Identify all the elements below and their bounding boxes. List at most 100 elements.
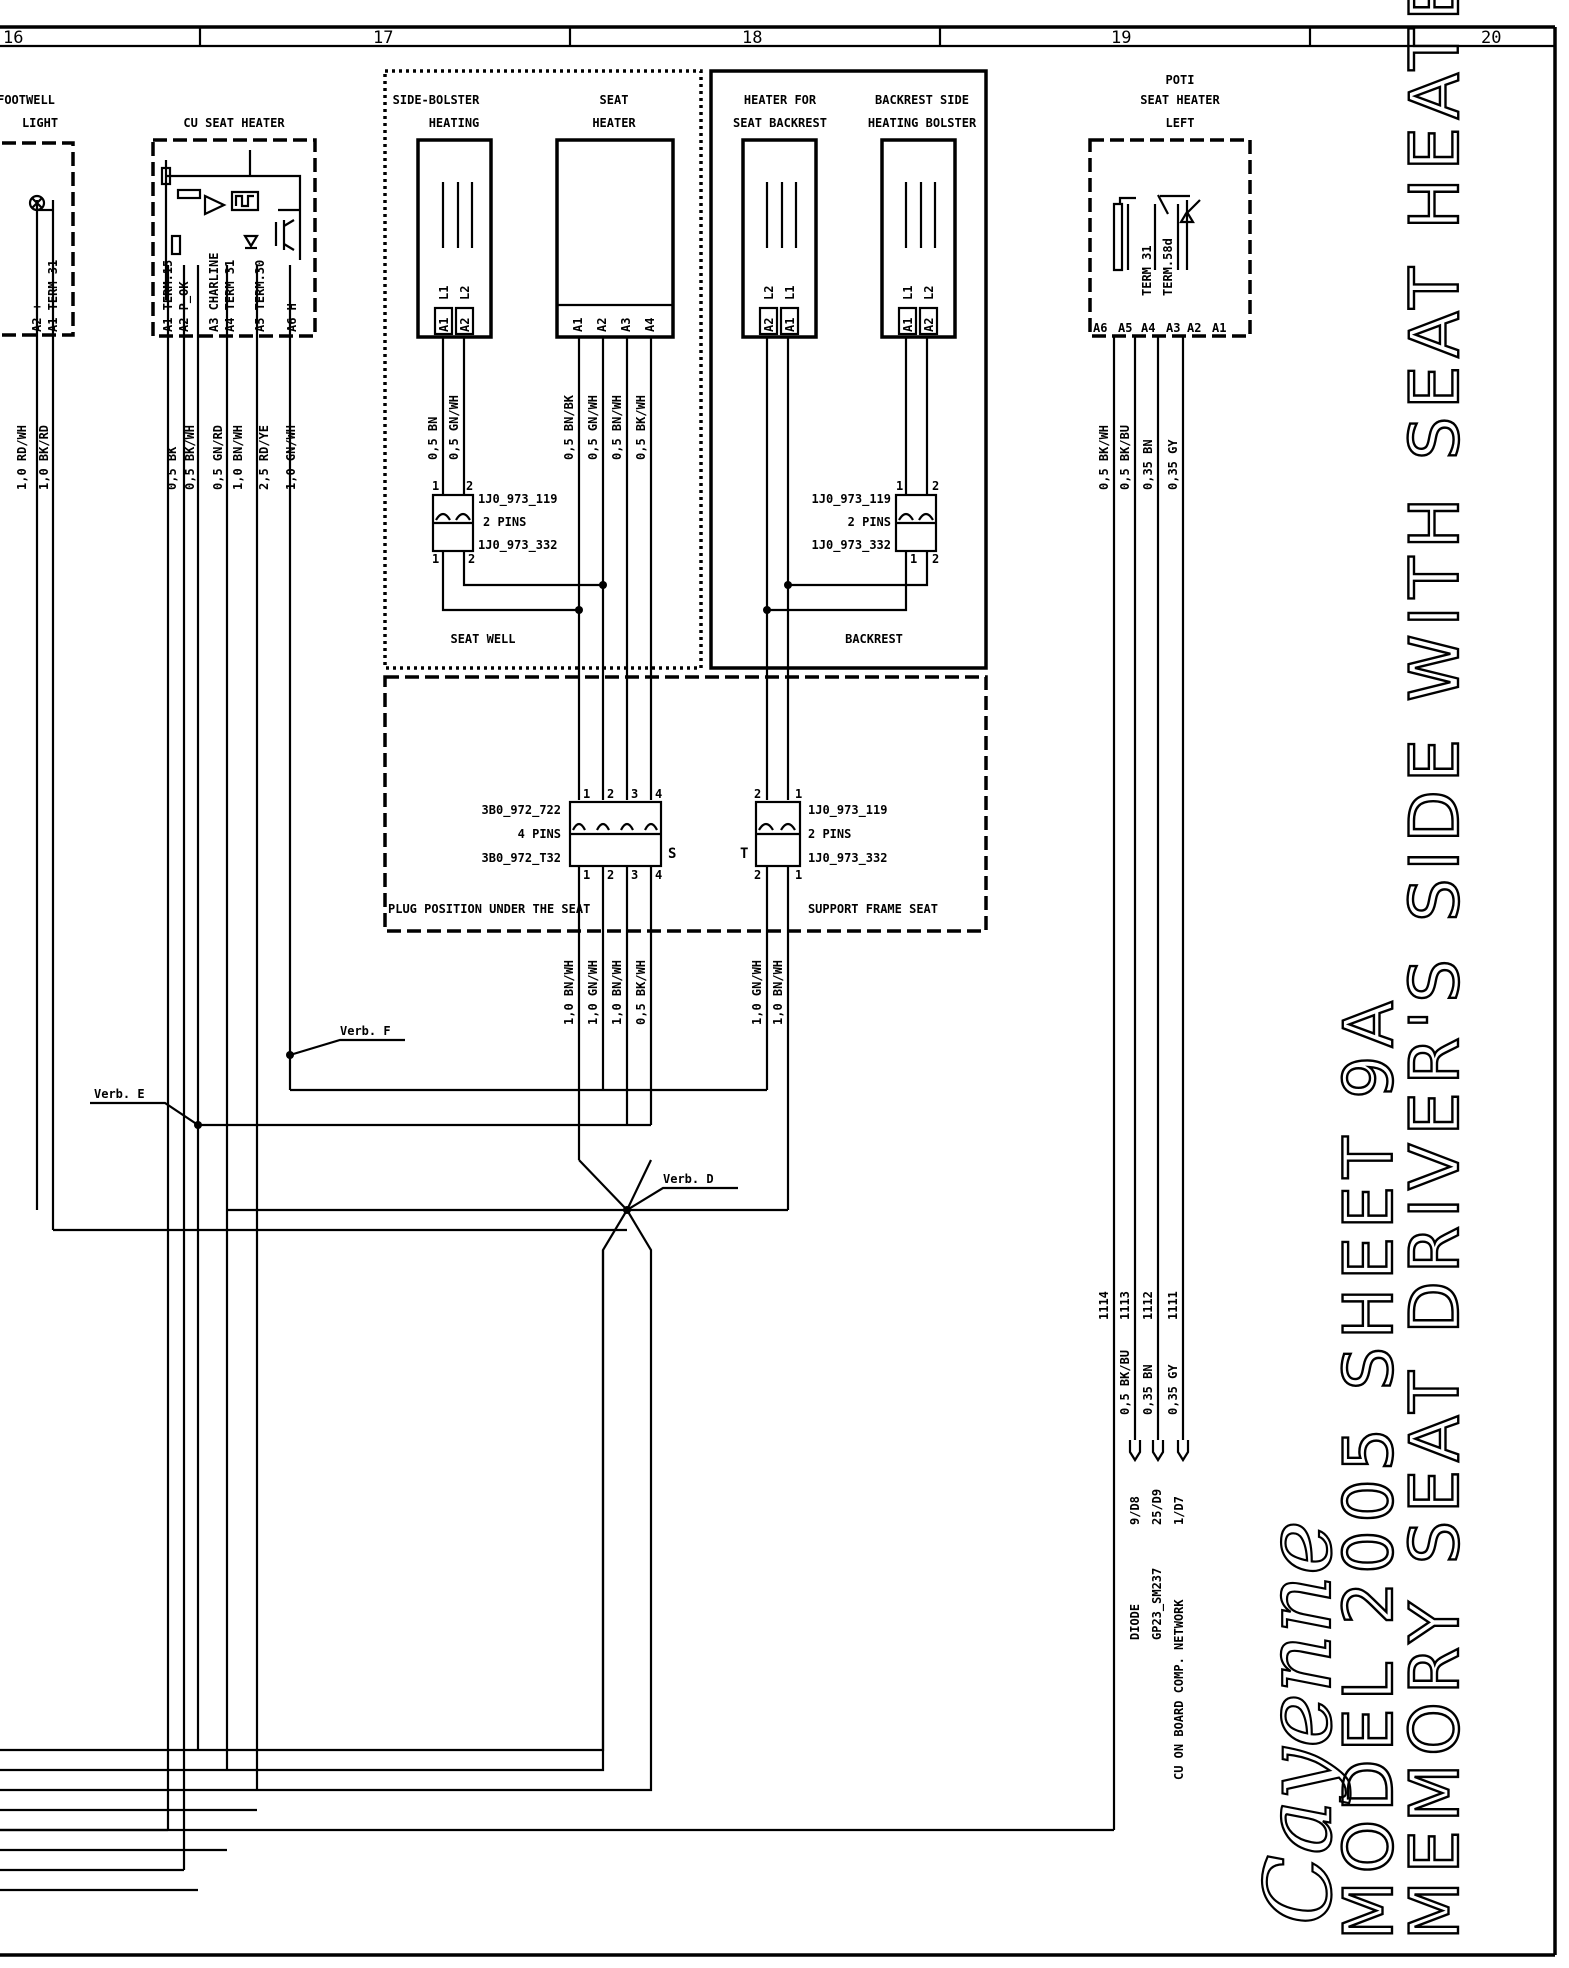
poti-ref-3: 1/D7 <box>1172 1496 1186 1525</box>
sw-conn-part-bottom: 1J0_973_332 <box>478 538 557 553</box>
footwell-pin-a1: A1 TERM 31 <box>46 260 60 332</box>
plug4-num-3b: 3 <box>631 868 638 882</box>
poti-out-wire-1: 0,5 BK/BU <box>1118 1350 1132 1415</box>
br-conn-n2-bottom: 2 <box>932 552 939 566</box>
plug4-num-4b: 4 <box>655 868 662 882</box>
seat-heater-title-2: HEATER <box>592 116 636 130</box>
plug2-num-1: 1 <box>795 787 802 801</box>
grid-col-18: 18 <box>742 28 762 48</box>
poti-wire-4: 0,35 GY <box>1166 439 1180 490</box>
heater-backrest-title-2: SEAT BACKREST <box>733 116 827 130</box>
seat-heater-title-1: SEAT <box>600 93 629 107</box>
poti-dest-3: CU ON BOARD COMP. NETWORK <box>1172 1599 1186 1780</box>
seat-heater-pin-a4: A4 <box>643 318 657 332</box>
support-frame-label: SUPPORT FRAME SEAT <box>808 902 938 916</box>
backrest-bolster-title-1: BACKREST SIDE <box>875 93 969 107</box>
lower-wires: 1,0 BN/WH 1,0 GN/WH 1,0 BN/WH 0,5 BK/WH … <box>0 335 790 1892</box>
seat-heater-pin-a1: A1 <box>571 318 585 332</box>
poti-pin-a6: A6 <box>1093 321 1107 335</box>
cu-seat-heater: CU SEAT HEATER A1 TERM.15 A2 P_OK A3 CHA… <box>151 116 317 490</box>
br-conn-part-top: 1J0_973_119 <box>812 492 891 507</box>
plug2-pins: 2 PINS <box>808 827 851 841</box>
plug4-pins: 4 PINS <box>518 827 561 841</box>
poti-pin-a5: A5 <box>1118 321 1132 335</box>
side-bolster-title-2: HEATING <box>429 116 480 130</box>
footwell-light: FOOTWELL LIGHT A2 + A1 TERM 31 1,0 RD/WH… <box>0 93 75 490</box>
br-conn-n2: 2 <box>932 479 939 493</box>
plug4-num-1: 1 <box>583 787 590 801</box>
arrow-icon <box>1176 1440 1190 1463</box>
grid-header: 16 17 18 19 20 <box>0 25 1557 1957</box>
backrest-bolster-l2: L2 <box>922 286 936 300</box>
poti-seat-heater: POTI SEAT HEATER LEFT A6 A5 A4 A3 A2 A1 … <box>0 73 1252 1832</box>
plug-area: 1 2 3 4 1 2 3 4 3B0_972_722 4 PINS 3B0_9… <box>383 675 988 933</box>
poti-dest-2: GP23_SM237 <box>1150 1568 1165 1640</box>
plug4-num-2b: 2 <box>607 868 614 882</box>
plug4-num-1b: 1 <box>583 868 590 882</box>
side-bolster-wire-2: 0,5 GN/WH <box>447 395 461 460</box>
cayenne-logo: Cayenne <box>1245 1520 1352 1925</box>
poti-out-num-1112: 1112 <box>1141 1291 1155 1320</box>
side-bolster-pin-a2: A2 <box>458 318 472 332</box>
sw-conn-part-top: 1J0_973_119 <box>478 492 557 507</box>
poti-wire-1: 0,5 BK/WH <box>1097 425 1111 490</box>
seat-heater-wire-3: 0,5 BN/WH <box>610 395 624 460</box>
cu-wire-2: 0,5 BK/WH <box>183 425 197 490</box>
grid-col-16: 16 <box>3 28 23 48</box>
cu-pin-a4: A4 TERM 31 <box>223 260 237 332</box>
splice-f-label: Verb. F <box>340 1024 391 1038</box>
cu-wire-4: 1,0 BN/WH <box>231 425 245 490</box>
backrest-label: BACKREST <box>845 632 903 646</box>
plug4-num-3: 3 <box>631 787 638 801</box>
sw-conn-n2: 2 <box>466 479 473 493</box>
grid-col-17: 17 <box>373 28 393 48</box>
side-bolster-wire-1: 0,5 BN <box>426 417 440 460</box>
sw-conn-pins: 2 PINS <box>483 515 526 529</box>
backrest-bolster-title-2: HEATING BOLSTER <box>868 116 977 130</box>
plug-position-label: PLUG POSITION UNDER THE SEAT <box>388 902 590 916</box>
lower-wire-5: 1,0 GN/WH <box>750 960 764 1025</box>
poti-title-3: LEFT <box>1166 116 1195 130</box>
poti-title-2: SEAT HEATER <box>1140 93 1220 107</box>
poti-wire-2: 0,5 BK/BU <box>1118 425 1132 490</box>
grid-col-19: 19 <box>1111 28 1131 48</box>
poti-term-31: TERM 31 <box>1140 245 1154 296</box>
cu-pin-a6: A6 H <box>285 303 299 332</box>
plug2-num-2b: 2 <box>754 868 761 882</box>
br-conn-pins: 2 PINS <box>848 515 891 529</box>
seat-well-area: SIDE-BOLSTER HEATING SEAT HEATER A1 A2 L… <box>383 69 703 800</box>
lower-wire-2: 1,0 GN/WH <box>586 960 600 1025</box>
lower-wire-6: 1,0 BN/WH <box>771 960 785 1025</box>
side-bolster-title-1: SIDE-BOLSTER <box>393 93 480 107</box>
poti-pin-a1: A1 <box>1212 321 1226 335</box>
backrest-area: HEATER FOR SEAT BACKREST BACKREST SIDE H… <box>709 69 988 800</box>
cu-wire-3: 0,5 GN/RD <box>211 425 225 490</box>
backrest-bolster-pin-a1: A1 <box>901 318 915 332</box>
lower-wire-1: 1,0 BN/WH <box>562 960 576 1025</box>
backrest-bolster-pin-a2: A2 <box>922 318 936 332</box>
seat-heater-pin-a2: A2 <box>595 318 609 332</box>
footwell-light-title-1: FOOTWELL <box>0 93 55 107</box>
plug4-num-2: 2 <box>607 787 614 801</box>
arrow-icon <box>1151 1440 1165 1463</box>
poti-pin-a4: A4 <box>1141 321 1155 335</box>
plug4-part-top: 3B0_972_722 <box>482 803 561 818</box>
lower-wire-3: 1,0 BN/WH <box>610 960 624 1025</box>
side-bolster-l1: L1 <box>437 286 451 300</box>
cu-pin-a2: A2 P_OK <box>177 281 192 332</box>
plug2-part-bottom: 1J0_973_332 <box>808 851 887 866</box>
sw-conn-n2-bottom: 2 <box>468 552 475 566</box>
plug2-num-1b: 1 <box>795 868 802 882</box>
seat-well-label: SEAT WELL <box>450 632 515 646</box>
cu-wire-5: 2,5 RD/YE <box>257 425 271 490</box>
grid-col-20: 20 <box>1481 28 1501 48</box>
plug4-letter: S <box>668 846 676 862</box>
title-line-1: MODEL 2005 SHEET 9A <box>1330 993 1409 1940</box>
backrest-heater-pin-a2: A2 <box>762 318 776 332</box>
plug2-part-top: 1J0_973_119 <box>808 803 887 818</box>
footwell-wire-1: 1,0 RD/WH <box>15 425 29 490</box>
footwell-light-title-2: LIGHT <box>22 116 58 130</box>
poti-out-num-1114: 1114 <box>1097 1291 1111 1320</box>
splice-d-label: Verb. D <box>663 1172 714 1186</box>
